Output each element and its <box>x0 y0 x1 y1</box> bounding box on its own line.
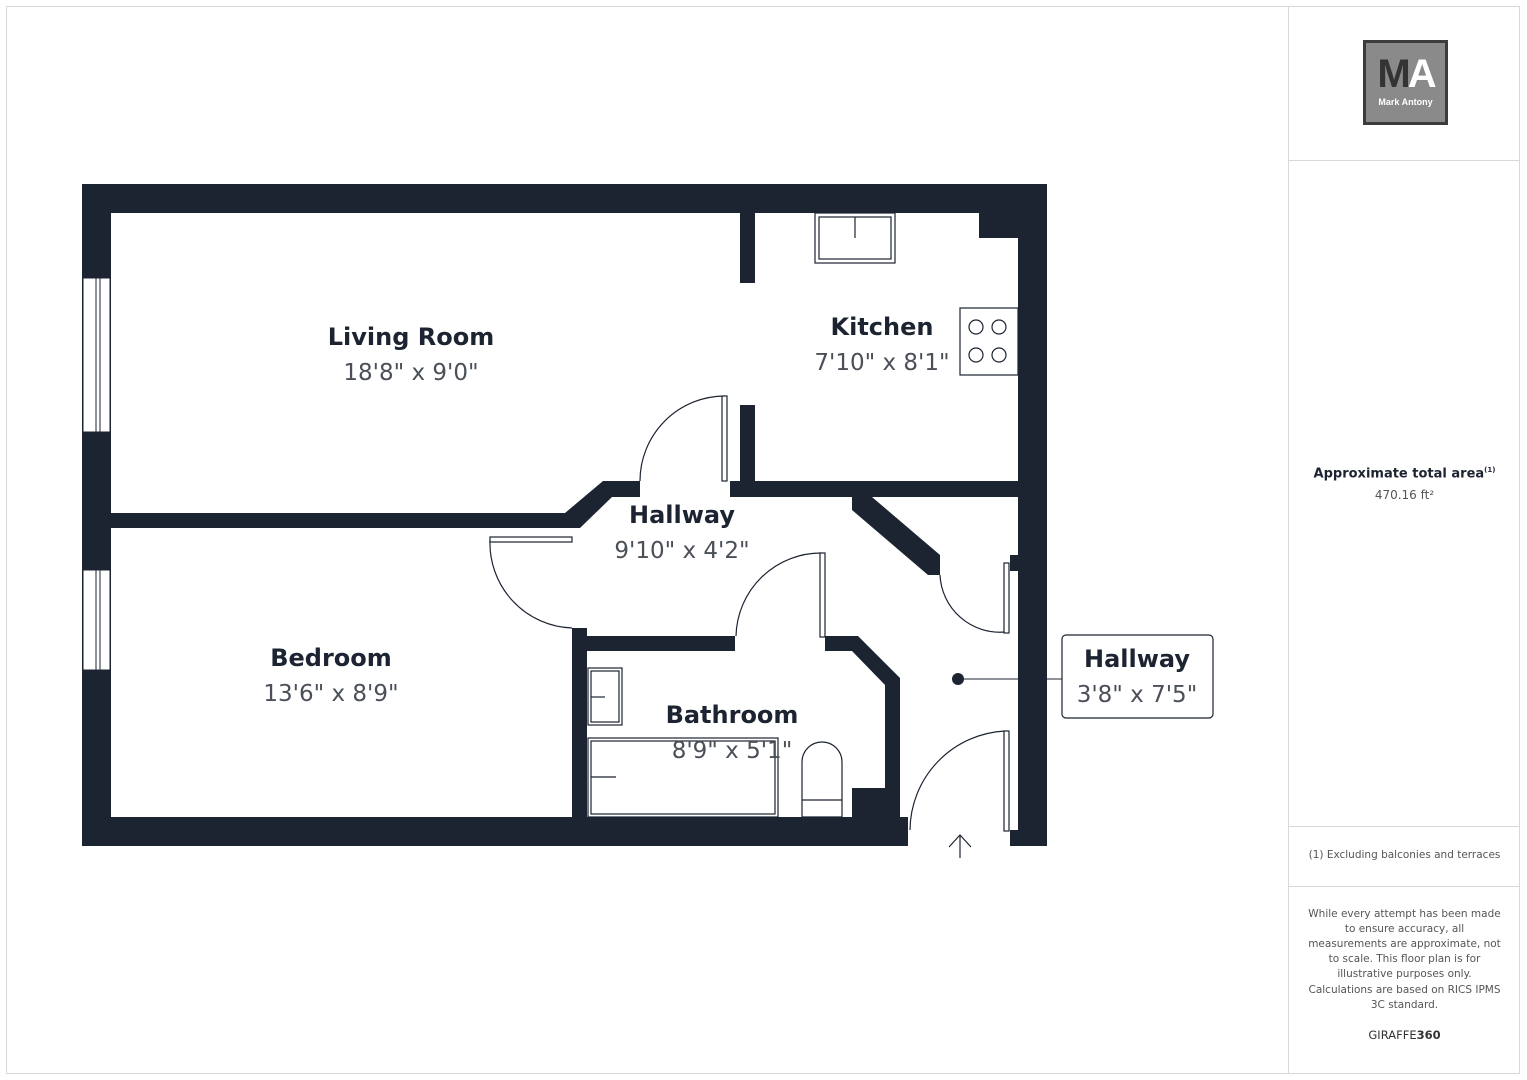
door-bathroom <box>735 552 823 637</box>
doors <box>489 395 1010 832</box>
room-name: Living Room <box>328 323 494 351</box>
area-label: Approximate total area(1) <box>1313 466 1496 482</box>
door-bedroom <box>489 539 573 629</box>
room-name: Hallway <box>1084 645 1190 673</box>
divider <box>1289 886 1520 887</box>
disclaimer: While every attempt has been made to ens… <box>1308 908 1501 980</box>
walls <box>82 184 1047 846</box>
room-dims: 9'10" x 4'2" <box>614 538 749 564</box>
page-border <box>6 6 1520 1074</box>
room-dims: 7'10" x 8'1" <box>814 350 949 376</box>
door-living <box>639 395 726 482</box>
wall-bathroom-left <box>572 628 587 817</box>
fixtures <box>587 212 1019 818</box>
area-value: 470.16 ft² <box>1374 488 1435 502</box>
divider <box>1289 826 1520 827</box>
door-entrance <box>909 730 1006 831</box>
hob <box>959 307 1019 376</box>
room-name: Hallway <box>629 501 735 529</box>
room-labels: Living Room 18'8" x 9'0" Kitchen 7'10" x… <box>263 313 1197 764</box>
mark-antony-logo: MA Mark Antony <box>1363 40 1448 125</box>
wall-bathroom-top <box>572 636 735 651</box>
room-dims: 3'8" x 7'5" <box>1077 682 1198 708</box>
wall-living-kitchen-upper <box>740 213 755 283</box>
wall-living-bedroom <box>111 513 573 528</box>
divider <box>1289 160 1520 161</box>
wall-bottom <box>82 817 908 846</box>
wall-living-kitchen-lower <box>740 405 755 497</box>
entrance-arrow-icon <box>948 834 972 858</box>
calc-note: Calculations are based on RICS IPMS 3C s… <box>1308 984 1501 1011</box>
room-name: Kitchen <box>831 313 934 341</box>
info-panel: MA Mark Antony Approximate total area(1)… <box>1288 6 1520 1074</box>
room-name: Bedroom <box>270 644 392 672</box>
wall-right <box>1018 184 1047 846</box>
wall-notch <box>979 213 1019 238</box>
footnote: (1) Excluding balconies and terraces <box>1308 849 1501 861</box>
giraffe360-logo: GIRAFFE360 <box>1368 1028 1441 1042</box>
wall-kitchen-hallway <box>730 481 1018 497</box>
room-dims: 8'9" x 5'1" <box>672 738 793 764</box>
wall-top <box>82 184 1047 213</box>
hallway-callout <box>952 634 1214 719</box>
room-dims: 18'8" x 9'0" <box>343 360 478 386</box>
toilet <box>801 741 843 818</box>
windows <box>82 277 111 671</box>
door-hall <box>939 574 1006 633</box>
room-name: Bathroom <box>666 701 799 729</box>
room-dims: 13'6" x 8'9" <box>263 681 398 707</box>
